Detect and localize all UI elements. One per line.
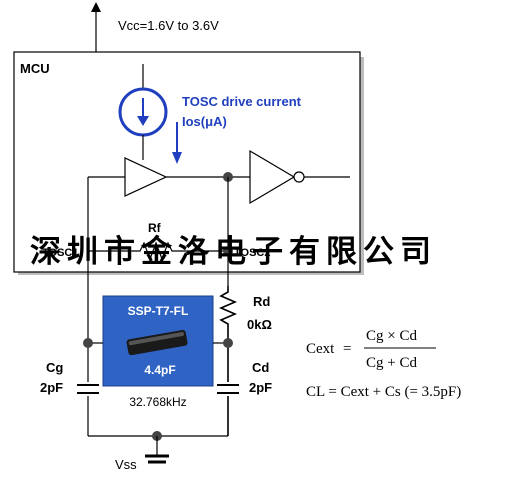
company-watermark: 深圳市金洛电子有限公司 (30, 234, 437, 270)
cext-lhs: Cext (306, 341, 335, 357)
cl-formula: CL = Cext + Cs (= 3.5pF) (306, 384, 461, 400)
crystal-name: SSP-T7-FL (128, 304, 189, 318)
inverter (249, 149, 350, 205)
tosc2-pin (223, 246, 233, 256)
cg-capacitor: Cg 2pF (40, 360, 99, 396)
mcu-box: MCU (13, 51, 364, 275)
cg-value: 2pF (40, 380, 63, 395)
formula-equals: = (343, 341, 351, 357)
cd-value: 2pF (249, 380, 272, 395)
rd-label: Rd (253, 294, 270, 309)
crystal-cap: 4.4pF (144, 363, 175, 377)
rd-value: 0kΩ (247, 317, 272, 332)
vcc-supply: Vcc=1.6V to 3.6V (91, 2, 219, 52)
rf-resistor: Rf (88, 221, 228, 261)
vcc-arrow-icon (91, 2, 101, 12)
ios-label: Ios(μA) (182, 114, 227, 129)
cg-label: Cg (46, 360, 63, 375)
vss-label: Vss (115, 457, 137, 472)
ground: Vss (88, 431, 228, 472)
formula-numerator: Cg × Cd (366, 328, 417, 344)
crystal-frequency: 32.768kHz (129, 395, 186, 409)
crystal: SSP-T7-FL 4.4pF 32.768kHz (83, 295, 233, 409)
capacitance-formula: Cext = Cg × Cd Cg + Cd CL = Cext + Cs (=… (306, 328, 461, 400)
tosc-current-source: TOSC drive current Ios(μA) (118, 64, 302, 164)
vcc-label: Vcc=1.6V to 3.6V (118, 18, 219, 33)
cd-capacitor: Cd 2pF (217, 360, 272, 396)
tosc-drive-label: TOSC drive current (182, 94, 302, 109)
tosc2-pin-label: TOSC2 (234, 247, 270, 259)
crystal-component-icon (126, 329, 188, 356)
formula-denominator: Cg + Cd (366, 355, 417, 371)
mcu-label: MCU (20, 61, 50, 76)
rd-resistor: Rd 0kΩ (218, 286, 272, 436)
drive-current-arrow-icon (172, 152, 182, 164)
rf-label: Rf (148, 221, 162, 235)
tosc1-pin-label: TOSC1 (42, 247, 78, 259)
cd-label: Cd (252, 360, 269, 375)
